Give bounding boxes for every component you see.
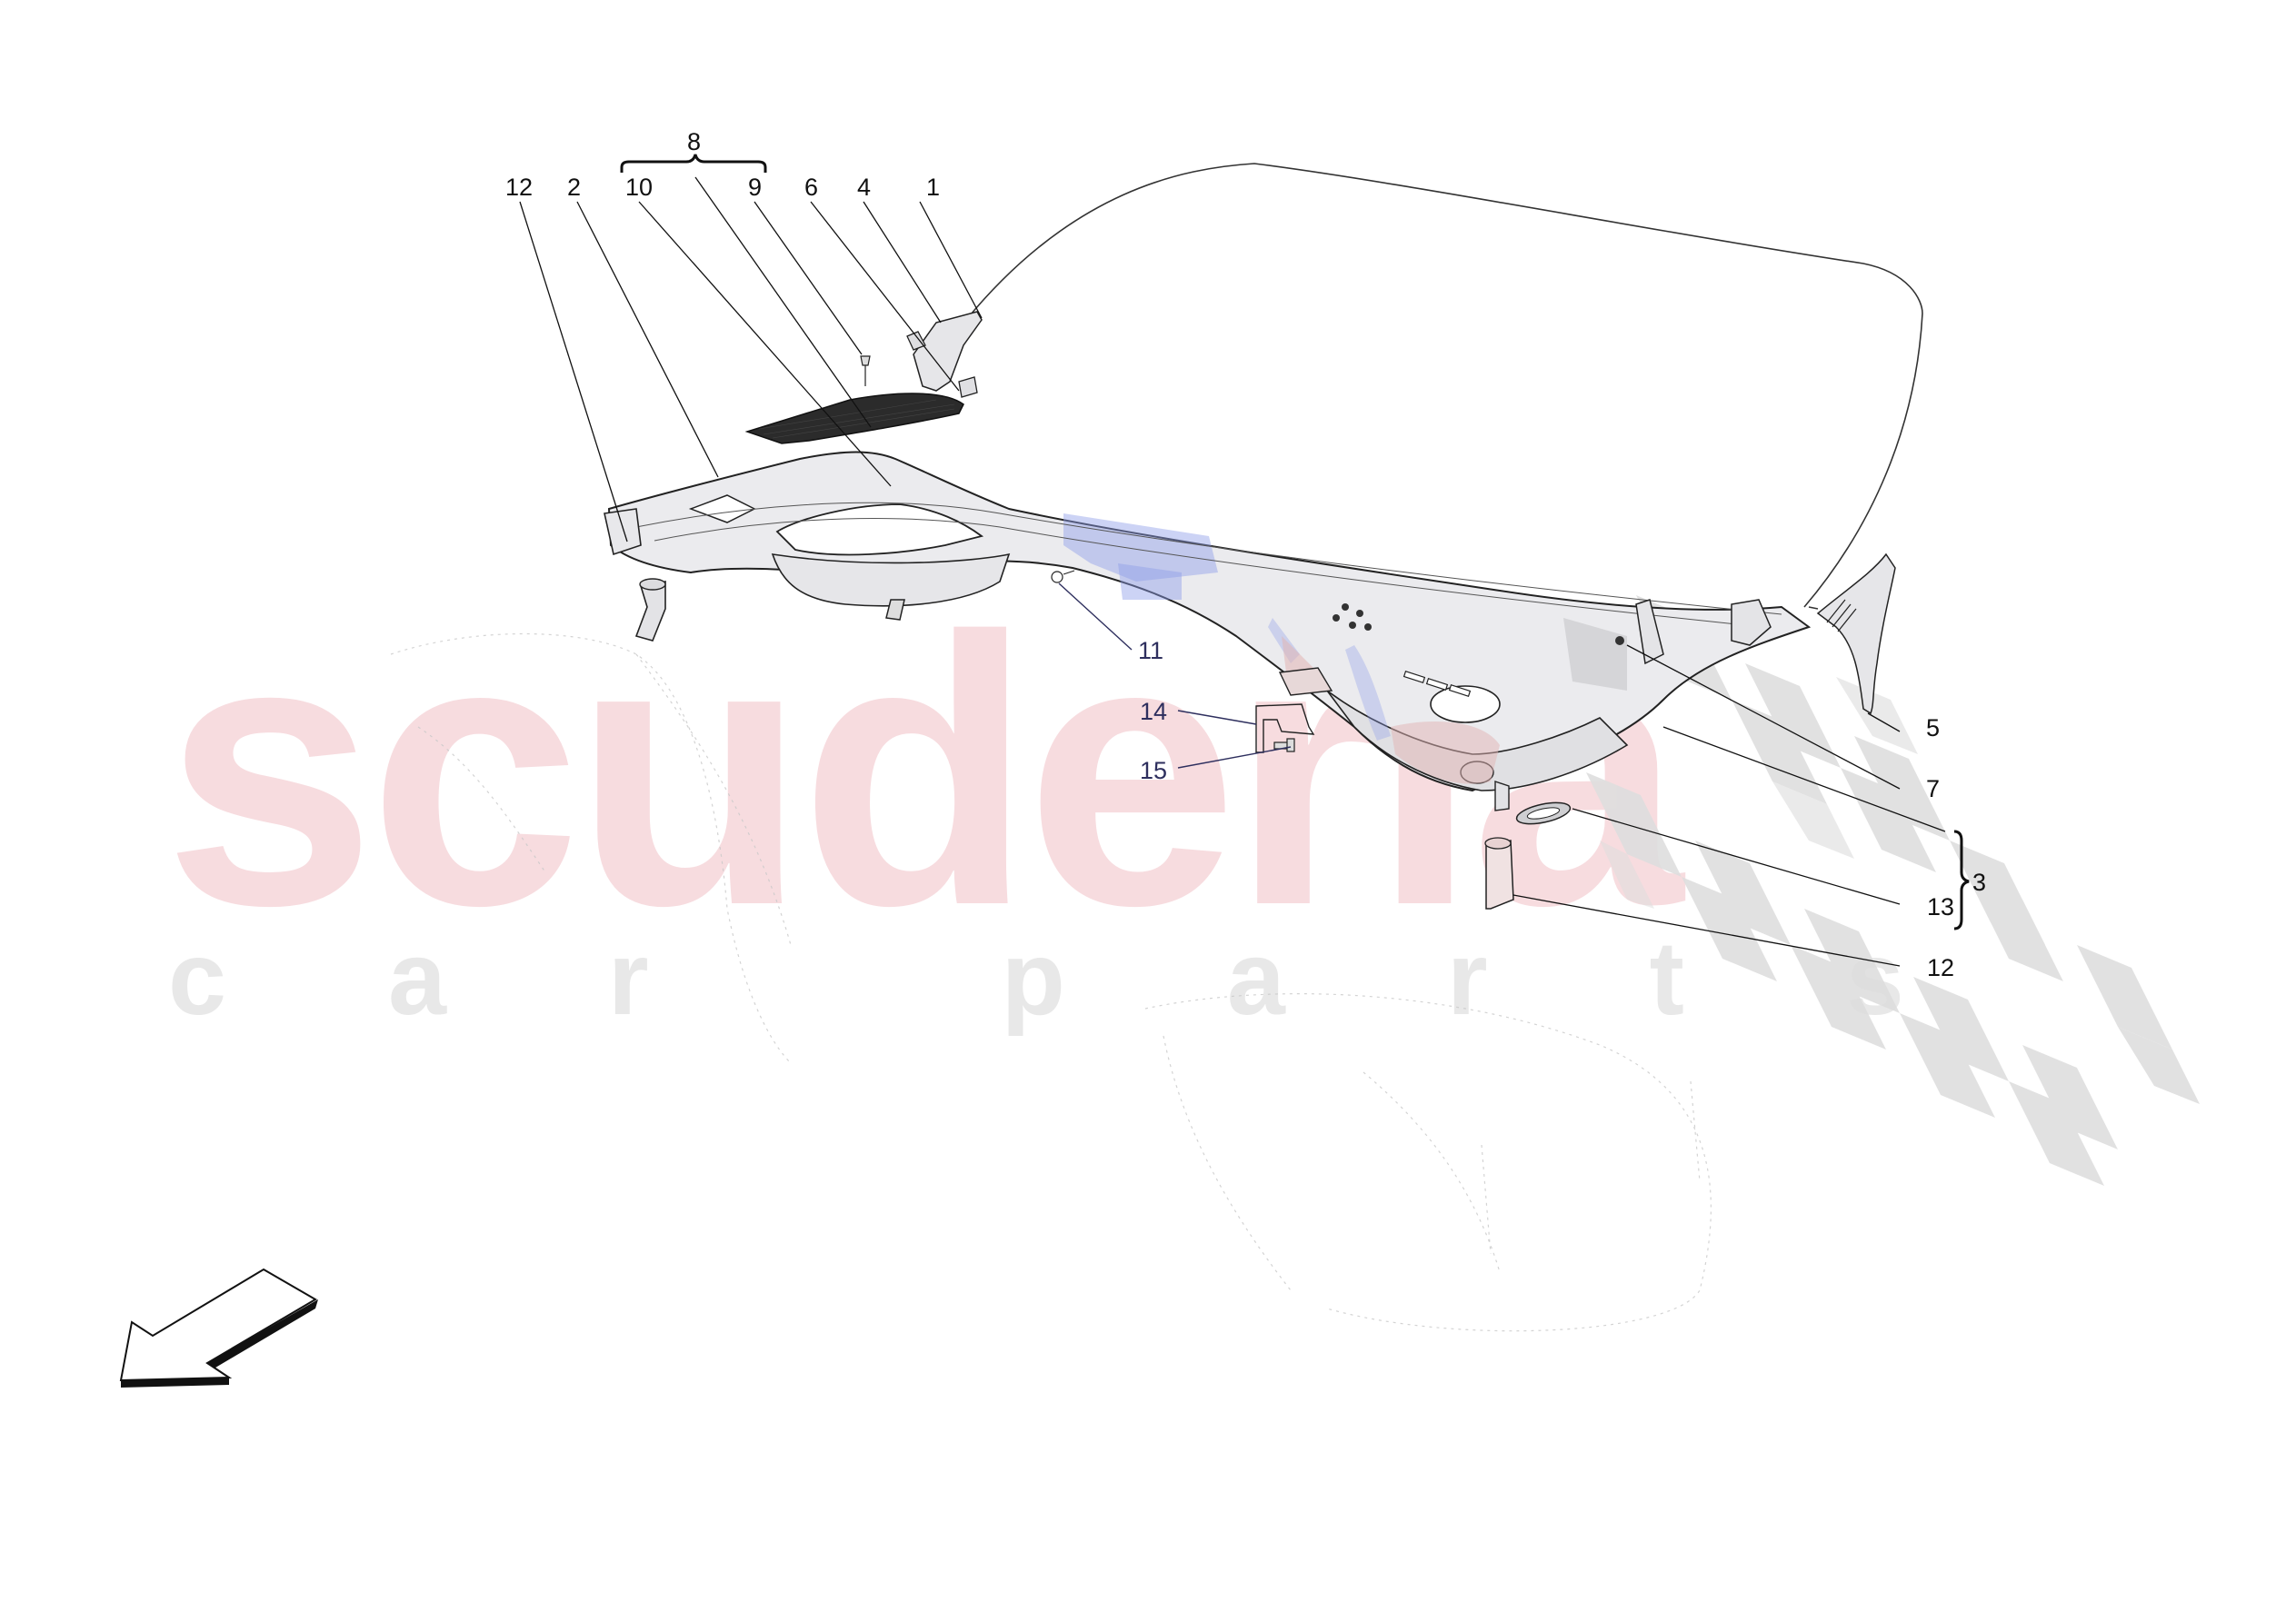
callout-14[interactable]: 14 <box>1140 698 1168 725</box>
callout-3[interactable]: 3 <box>1972 869 1987 896</box>
callout-1[interactable]: 1 <box>926 174 941 201</box>
callout-13[interactable]: 13 <box>1927 893 1955 920</box>
callout-2[interactable]: 2 <box>567 174 582 201</box>
orientation-arrow-icon <box>119 1268 318 1388</box>
group-bracket-3 <box>1953 830 1970 930</box>
callout-4[interactable]: 4 <box>857 174 872 201</box>
ghost-body-outline <box>390 632 1712 1332</box>
checkered-flag-graphic <box>1586 595 2200 1186</box>
callout-12-left[interactable]: 12 <box>505 174 534 201</box>
watermark-car-parts: car parts <box>168 920 2066 1037</box>
a-pillar-trim-right <box>1615 552 1896 715</box>
callout-15[interactable]: 15 <box>1140 757 1168 784</box>
drain-pipe-right <box>1484 801 1572 910</box>
callout-10[interactable]: 10 <box>625 174 654 201</box>
callout-9[interactable]: 9 <box>748 174 763 201</box>
windshield-outline <box>965 163 1923 608</box>
leader-lines <box>519 176 1946 967</box>
callout-5[interactable]: 5 <box>1926 714 1941 741</box>
drain-pipe-left <box>604 508 666 642</box>
callout-11[interactable]: 11 <box>1138 637 1164 664</box>
screw-part-11 <box>1051 570 1075 583</box>
callout-8[interactable]: 8 <box>687 128 702 155</box>
scuttle-panel <box>607 451 1812 811</box>
group-bracket-8 <box>620 154 767 173</box>
a-pillar-trim-left <box>906 311 983 398</box>
callout-12-right[interactable]: 12 <box>1927 954 1955 981</box>
callout-6[interactable]: 6 <box>804 174 819 201</box>
mesh-grille <box>744 355 964 444</box>
leader-lines-navy <box>1058 582 1292 769</box>
callout-7[interactable]: 7 <box>1926 775 1941 802</box>
